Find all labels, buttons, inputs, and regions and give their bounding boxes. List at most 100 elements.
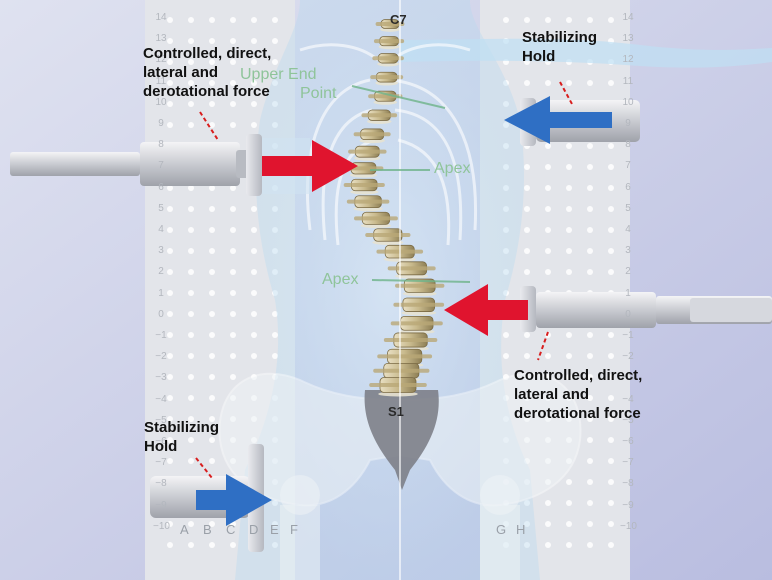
vertebra-process [344, 183, 385, 187]
board-hole [251, 248, 257, 254]
board-hole [608, 437, 614, 443]
board-hole [188, 227, 194, 233]
board-hole [188, 458, 194, 464]
board-hole [503, 353, 509, 359]
board-hole [587, 17, 593, 23]
board-hole [587, 521, 593, 527]
board-scale-number: −7 [620, 457, 636, 468]
vertebra-process [391, 321, 443, 325]
grid-letter: D [249, 522, 258, 537]
board-hole [566, 332, 572, 338]
board-hole [566, 542, 572, 548]
board-hole [272, 17, 278, 23]
board-scale-number: −1 [620, 330, 636, 341]
board-scale-number: 3 [153, 245, 169, 256]
board-scale-number: 8 [620, 139, 636, 150]
board-hole [188, 395, 194, 401]
board-scale-number: −7 [153, 457, 169, 468]
board-hole [608, 248, 614, 254]
hold-label-line: Stabilizing [144, 418, 219, 437]
board-hole [545, 164, 551, 170]
hold-label-bottom-left: Stabilizing Hold [144, 418, 219, 456]
board-hole [188, 206, 194, 212]
board-hole [545, 80, 551, 86]
s1-label: S1 [388, 404, 404, 419]
board-hole [524, 185, 530, 191]
board-hole [566, 143, 572, 149]
board-scale-number: −8 [153, 478, 169, 489]
apex-lower-label: Apex [322, 271, 358, 289]
board-hole [545, 269, 551, 275]
vertebra-process [393, 303, 444, 307]
board-hole [608, 143, 614, 149]
board-hole [251, 353, 257, 359]
board-hole [587, 227, 593, 233]
force-label-bottom-right: Controlled, direct, lateral and derotati… [514, 366, 642, 423]
board-hole [272, 332, 278, 338]
board-hole [251, 17, 257, 23]
upper-end-point-label-line2: Point [300, 85, 336, 103]
board-hole [209, 374, 215, 380]
board-scale-number: 2 [153, 266, 169, 277]
board-hole [587, 80, 593, 86]
board-hole [566, 500, 572, 506]
board-hole [272, 59, 278, 65]
board-hole [608, 479, 614, 485]
hold-label-line: Stabilizing [522, 28, 597, 47]
board-hole [251, 122, 257, 128]
board-scale-number: 3 [620, 245, 636, 256]
board-scale-number: 8 [153, 139, 169, 150]
board-scale-number: 1 [620, 288, 636, 299]
board-hole [608, 227, 614, 233]
force-label-line: derotational force [143, 82, 271, 101]
board-scale-number: −4 [153, 394, 169, 405]
board-scale-number: 7 [620, 160, 636, 171]
board-hole [230, 122, 236, 128]
apex-upper-label: Apex [434, 160, 470, 178]
vertebra-process [395, 284, 444, 288]
board-hole [188, 542, 194, 548]
board-hole [608, 206, 614, 212]
grid-letter: F [290, 522, 298, 537]
board-hole [587, 353, 593, 359]
board-hole [230, 353, 236, 359]
force-label-line: lateral and [143, 63, 271, 82]
force-label-top-left: Controlled, direct, lateral and derotati… [143, 44, 271, 101]
board-scale-number: −2 [620, 351, 636, 362]
board-hole [545, 542, 551, 548]
vertebra-process [370, 75, 403, 79]
hold-label-line: Hold [522, 47, 597, 66]
board-hole [545, 17, 551, 23]
board-hole [251, 269, 257, 275]
board-hole [230, 17, 236, 23]
board-hole [524, 164, 530, 170]
force-label-line: Controlled, direct, [514, 366, 642, 385]
board-hole [524, 17, 530, 23]
board-hole [545, 143, 551, 149]
board-hole [230, 248, 236, 254]
board-scale-number: −3 [153, 372, 169, 383]
board-hole [566, 164, 572, 170]
board-hole [188, 353, 194, 359]
board-hole [587, 458, 593, 464]
c7-label: C7 [390, 12, 407, 27]
board-hole [608, 185, 614, 191]
board-hole [545, 353, 551, 359]
vertebra-process [373, 369, 429, 373]
board-hole [545, 227, 551, 233]
board-hole [524, 206, 530, 212]
board-hole [608, 353, 614, 359]
board-scale-number: 14 [620, 12, 636, 23]
board-hole [587, 248, 593, 254]
board-hole [209, 290, 215, 296]
board-hole [587, 542, 593, 548]
board-scale-number: 6 [620, 182, 636, 193]
board-hole [566, 248, 572, 254]
board-hole [524, 80, 530, 86]
vertebra-process [369, 383, 427, 387]
board-hole [188, 374, 194, 380]
board-hole [251, 101, 257, 107]
board-hole [230, 206, 236, 212]
board-hole [524, 353, 530, 359]
